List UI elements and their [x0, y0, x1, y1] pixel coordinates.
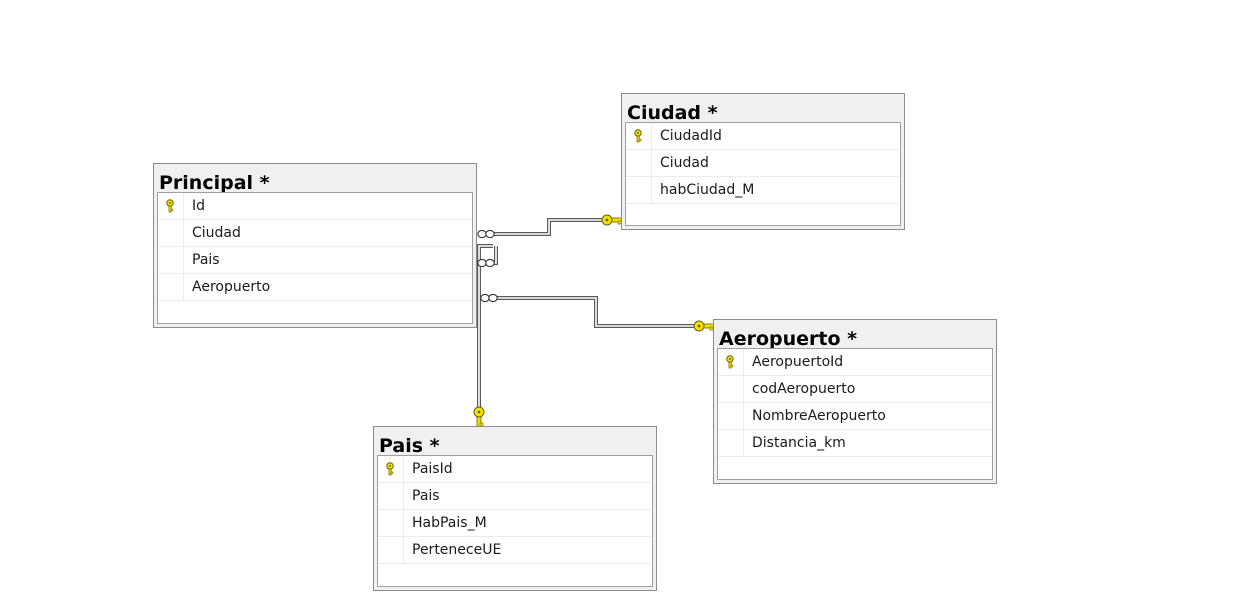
table-row[interactable]: codAeropuerto: [718, 376, 992, 403]
table-columns: PaisId Pais HabPais_M PerteneceUE: [377, 455, 653, 587]
row-selector[interactable]: [718, 376, 744, 402]
key-icon: [693, 320, 716, 332]
row-selector[interactable]: [718, 349, 744, 375]
row-selector[interactable]: [626, 150, 652, 176]
table-ciudad[interactable]: Ciudad * CiudadId Ciudad habCiudad_M: [621, 93, 905, 230]
column-name: NombreAeropuerto: [752, 408, 886, 424]
table-row[interactable]: AeropuertoId: [718, 349, 992, 376]
primary-key-icon: [166, 199, 174, 213]
table-row[interactable]: HabPais_M: [378, 510, 652, 537]
infinity-icon: [477, 258, 495, 268]
table-row[interactable]: PaisId: [378, 456, 652, 483]
relationship-principal-ciudad[interactable]: [493, 218, 606, 236]
row-selector[interactable]: [718, 403, 744, 429]
column-name: habCiudad_M: [660, 182, 755, 198]
table-principal[interactable]: Principal * Id Ciudad Pais Aeropuerto: [153, 163, 477, 328]
column-name: Pais: [412, 488, 440, 504]
key-icon: [601, 214, 624, 226]
column-name: HabPais_M: [412, 515, 487, 531]
primary-key-icon: [634, 129, 642, 143]
relationship-principal-aeropuerto[interactable]: [493, 296, 696, 328]
column-name: Ciudad: [192, 225, 241, 241]
table-row[interactable]: NombreAeropuerto: [718, 403, 992, 430]
table-row[interactable]: Pais: [158, 247, 472, 274]
column-name: Distancia_km: [752, 435, 846, 451]
row-selector[interactable]: [158, 247, 184, 273]
column-name: codAeropuerto: [752, 381, 856, 397]
infinity-icon: [477, 229, 495, 239]
table-row[interactable]: Pais: [378, 483, 652, 510]
table-title: Principal *: [159, 172, 270, 193]
column-name: Aeropuerto: [192, 279, 271, 295]
column-name: CiudadId: [660, 128, 722, 144]
table-row[interactable]: habCiudad_M: [626, 177, 900, 204]
table-row[interactable]: Ciudad: [158, 220, 472, 247]
key-icon: [473, 406, 485, 429]
primary-key-icon: [726, 355, 734, 369]
column-name: AeropuertoId: [752, 354, 844, 370]
row-selector[interactable]: [158, 193, 184, 219]
infinity-icon: [480, 293, 498, 303]
table-row[interactable]: Aeropuerto: [158, 274, 472, 301]
column-name: PaisId: [412, 461, 453, 477]
column-name: Ciudad: [660, 155, 709, 171]
table-aeropuerto[interactable]: Aeropuerto * AeropuertoId codAeropuerto …: [713, 319, 997, 484]
row-selector[interactable]: [378, 537, 404, 563]
table-title: Aeropuerto *: [719, 328, 858, 349]
row-selector[interactable]: [718, 430, 744, 456]
column-name: PerteneceUE: [412, 542, 502, 558]
table-columns: CiudadId Ciudad habCiudad_M: [625, 122, 901, 226]
table-row[interactable]: CiudadId: [626, 123, 900, 150]
table-row[interactable]: PerteneceUE: [378, 537, 652, 564]
table-row[interactable]: Distancia_km: [718, 430, 992, 457]
column-name: Id: [192, 198, 206, 214]
column-name: Pais: [192, 252, 220, 268]
table-columns: AeropuertoId codAeropuerto NombreAeropue…: [717, 348, 993, 480]
row-selector[interactable]: [158, 220, 184, 246]
row-selector[interactable]: [378, 456, 404, 482]
row-selector[interactable]: [378, 510, 404, 536]
row-selector[interactable]: [626, 123, 652, 149]
row-selector[interactable]: [158, 274, 184, 300]
relationship-principal-pais[interactable]: [477, 244, 498, 410]
table-title: Ciudad *: [627, 102, 718, 123]
table-columns: Id Ciudad Pais Aeropuerto: [157, 192, 473, 324]
table-row[interactable]: Ciudad: [626, 150, 900, 177]
table-title: Pais *: [379, 435, 440, 456]
table-row[interactable]: Id: [158, 193, 472, 220]
primary-key-icon: [386, 462, 394, 476]
table-pais[interactable]: Pais * PaisId Pais HabPais_M PerteneceUE: [373, 426, 657, 591]
row-selector[interactable]: [626, 177, 652, 203]
row-selector[interactable]: [378, 483, 404, 509]
